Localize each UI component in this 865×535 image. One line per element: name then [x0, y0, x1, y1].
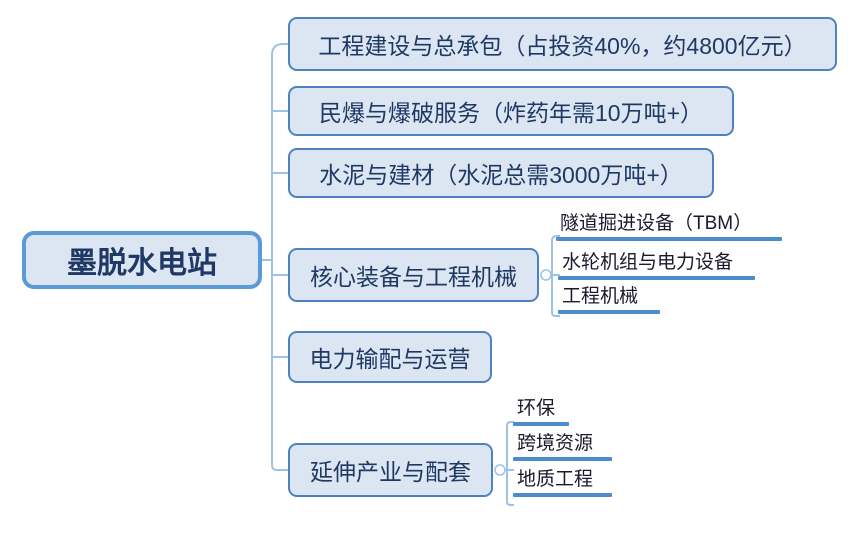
mindmap-leaf-node[interactable]: 环保 — [517, 398, 556, 419]
mindmap-leaf-underline — [556, 237, 782, 241]
mindmap-root-node[interactable]: 墨脱水电站 — [22, 231, 262, 289]
mindmap-leaf-underline — [558, 276, 755, 280]
mindmap-leaf-node[interactable]: 工程机械 — [562, 286, 639, 307]
mindmap-branch-node[interactable]: 水泥与建材（水泥总需3000万吨+） — [288, 148, 714, 198]
mindmap-leaf-underline — [558, 310, 660, 314]
collapse-toggle-icon-core-equipment[interactable] — [540, 269, 552, 281]
mindmap-branch-node[interactable]: 延伸产业与配套 — [288, 443, 493, 497]
mindmap-leaf-node[interactable]: 水轮机组与电力设备 — [562, 252, 734, 273]
mindmap-leaf-node[interactable]: 隧道掘进设备（TBM） — [560, 213, 753, 234]
mindmap-leaf-node[interactable]: 跨境资源 — [517, 433, 594, 454]
mindmap-leaf-underline — [513, 493, 612, 497]
mindmap-branch-node[interactable]: 工程建设与总承包（占投资40%，约4800亿元） — [288, 17, 837, 71]
mindmap-branch-node[interactable]: 民爆与爆破服务（炸药年需10万吨+） — [288, 86, 734, 136]
collapse-toggle-icon-extended-industry[interactable] — [494, 464, 506, 476]
mindmap-branch-node[interactable]: 核心装备与工程机械 — [288, 248, 539, 302]
mindmap-leaf-underline — [513, 422, 569, 426]
mindmap-leaf-underline — [513, 457, 612, 461]
mindmap-branch-node[interactable]: 电力输配与运营 — [288, 331, 492, 383]
mindmap-leaf-node[interactable]: 地质工程 — [517, 469, 594, 490]
